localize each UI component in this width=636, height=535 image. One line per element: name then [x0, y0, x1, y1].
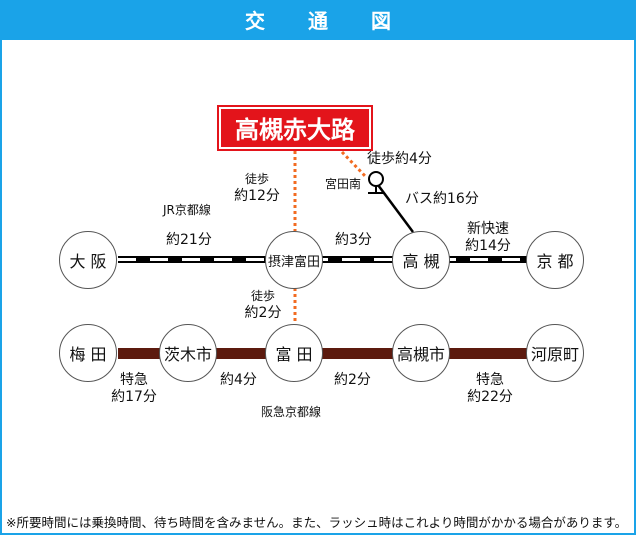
station-tonda: 富 田 [265, 324, 323, 382]
station-kawaramachi: 河原町 [526, 324, 584, 382]
destination-badge: 高槻赤大路 [217, 105, 373, 151]
bus-time-label: バス約16分 [405, 191, 479, 207]
walk-time-settsu-line1: 徒歩 [244, 172, 269, 186]
station-ibaraki-shi: 茨木市 [159, 324, 217, 382]
bus-stop-label: 宮田南 [325, 177, 362, 191]
time-umeda-ibaraki-line2: 約17分 [111, 389, 157, 405]
station-settsu-tonda: 摂津富田 [265, 231, 323, 289]
station-takatsuki-shi: 高槻市 [392, 324, 450, 382]
station-osaka: 大 阪 [59, 231, 117, 289]
header-title: 交 通 図 [2, 2, 634, 40]
time-takatsukishi-kawaramachi-line1: 特急 [476, 372, 504, 388]
footer-note: ※所要時間には乗換時間、待ち時間を含みません。また、ラッシュ時はこれより時間がか… [6, 515, 628, 530]
time-tonda-takatsukishi: 約2分 [334, 372, 371, 388]
walk-time-bus-stop: 徒歩約4分 [367, 151, 432, 167]
time-umeda-ibaraki: 特急 約17分 [104, 372, 164, 406]
walk-time-settsu-line2: 約12分 [234, 188, 280, 204]
walk-time-tonda: 徒歩 約2分 [238, 288, 288, 322]
walk-time-tonda-line2: 約2分 [244, 305, 282, 321]
station-kyoto: 京 都 [526, 231, 584, 289]
time-ibaraki-tonda: 約4分 [220, 372, 257, 388]
walk-time-tonda-line1: 徒歩 [250, 289, 275, 303]
time-takatsuki-kyoto-line2: 約14分 [465, 238, 511, 254]
time-takatsuki-kyoto-line1: 新快速 [467, 221, 509, 237]
time-osaka-settsu: 約21分 [166, 232, 212, 248]
time-settsu-takatsuki: 約3分 [335, 232, 372, 248]
station-takatsuki: 高 槻 [392, 231, 450, 289]
hankyu-line-name: 阪急京都線 [261, 405, 322, 419]
hankyu-line [118, 348, 528, 359]
walk-path-bus-stop [340, 150, 368, 179]
bus-stop-icon [368, 171, 384, 194]
time-takatsukishi-kawaramachi-line2: 約22分 [467, 389, 513, 405]
time-umeda-ibaraki-line1: 特急 [120, 372, 148, 388]
time-takatsuki-kyoto: 新快速 約14分 [458, 221, 518, 255]
walk-time-settsu-tonda: 徒歩 約12分 [232, 171, 282, 205]
station-umeda: 梅 田 [59, 324, 117, 382]
time-takatsukishi-kawaramachi: 特急 約22分 [460, 372, 520, 406]
jr-line-name: JR京都線 [163, 203, 211, 217]
